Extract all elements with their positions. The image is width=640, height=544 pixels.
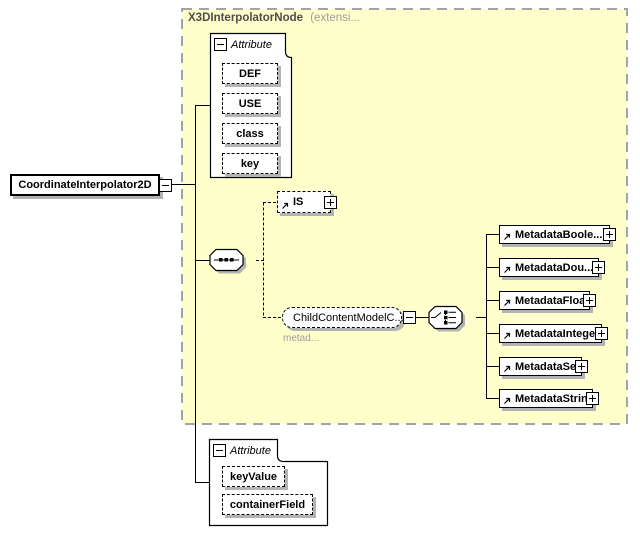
- element-label: MetadataSet: [515, 360, 580, 373]
- group-label: ChildContentModelC...: [293, 311, 404, 324]
- attribute-group-title: Attribute: [231, 39, 272, 51]
- group-annotation: metad...: [283, 333, 320, 344]
- collapse-toggle[interactable]: [159, 179, 172, 192]
- element-label: IS: [293, 196, 304, 208]
- choice-indicator[interactable]: [428, 305, 465, 332]
- expand-toggle[interactable]: [575, 360, 588, 373]
- expand-toggle[interactable]: [324, 196, 337, 209]
- container-subtitle: (extensi...: [310, 12, 361, 24]
- element-label: MetadataInteger: [515, 327, 600, 340]
- ref-arrow-icon: [281, 201, 290, 210]
- container-title: X3DInterpolatorNode: [188, 12, 304, 24]
- container-header: X3DInterpolatorNode (extensi...: [188, 12, 360, 24]
- collapse-toggle[interactable]: [213, 444, 226, 457]
- ref-arrow-icon: [503, 331, 512, 340]
- attribute-label: USE: [238, 97, 262, 110]
- element-metadatadouble[interactable]: MetadataDou...: [499, 258, 599, 277]
- attribute-def[interactable]: DEF: [222, 63, 278, 84]
- expand-toggle[interactable]: [592, 261, 605, 274]
- ref-arrow-icon: [503, 364, 512, 373]
- attribute-label: key: [240, 157, 260, 170]
- element-coordinateinterpolator2d[interactable]: CoordinateInterpolator2D: [10, 174, 160, 196]
- element-label: CoordinateInterpolator2D: [18, 179, 152, 191]
- element-metadataset[interactable]: MetadataSet: [499, 357, 582, 376]
- attribute-group-title: Attribute: [230, 445, 271, 457]
- expand-toggle[interactable]: [583, 294, 596, 307]
- element-is[interactable]: IS: [277, 191, 331, 213]
- attribute-label: DEF: [239, 67, 261, 80]
- ref-arrow-icon: [503, 396, 512, 405]
- attribute-use[interactable]: USE: [222, 93, 278, 114]
- element-metadataboolean[interactable]: MetadataBoole...: [499, 225, 610, 244]
- element-metadatastring[interactable]: MetadataString: [499, 389, 595, 408]
- expand-toggle[interactable]: [595, 327, 608, 340]
- element-label: MetadataBoole...: [515, 228, 603, 241]
- attribute-label: containerField: [229, 498, 306, 511]
- element-label: MetadataFloat: [515, 294, 589, 307]
- attribute-label: keyValue: [229, 470, 278, 483]
- element-metadatainteger[interactable]: MetadataInteger: [499, 324, 602, 343]
- collapse-toggle[interactable]: [214, 38, 227, 51]
- ref-arrow-icon: [503, 265, 512, 274]
- element-metadatafloat[interactable]: MetadataFloat: [499, 291, 590, 310]
- attribute-keyvalue[interactable]: keyValue: [222, 466, 285, 487]
- sequence-indicator[interactable]: [209, 248, 246, 274]
- collapse-toggle[interactable]: [403, 311, 416, 324]
- ref-arrow-icon: [503, 298, 512, 307]
- attribute-containerfield[interactable]: containerField: [222, 494, 313, 515]
- element-label: MetadataString: [515, 392, 595, 405]
- attribute-label: class: [236, 127, 264, 140]
- expand-toggle[interactable]: [586, 392, 599, 405]
- attribute-key[interactable]: key: [222, 153, 278, 174]
- expand-toggle[interactable]: [603, 228, 616, 241]
- group-childcontentmodel[interactable]: ChildContentModelC...: [282, 307, 404, 328]
- attribute-class[interactable]: class: [222, 123, 278, 144]
- element-label: MetadataDou...: [515, 261, 594, 274]
- optional-connector-lines: [256, 202, 282, 318]
- ref-arrow-icon: [503, 232, 512, 241]
